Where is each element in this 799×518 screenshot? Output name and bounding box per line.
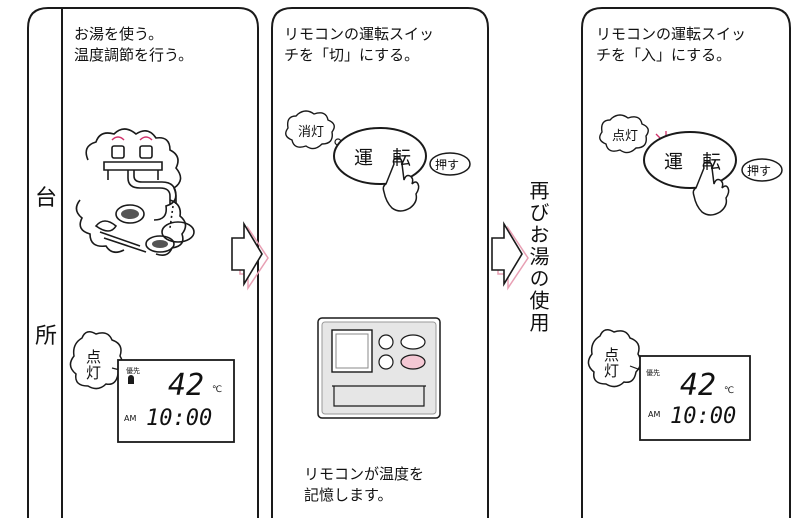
lcd-ampm: AM (648, 410, 661, 419)
lcd-time: 10:00 (670, 404, 737, 429)
press-badge (741, 158, 783, 182)
callout-text: 点灯 (612, 129, 639, 144)
remote-display (639, 355, 751, 441)
switch-label: 運 転 (354, 147, 412, 169)
panel2-footer-line1: リモコンが温度を (304, 465, 425, 483)
panel2-caption-line2: チを「切」にする。 (284, 46, 420, 64)
switch-label: 運 転 (664, 151, 722, 173)
lcd-time: 10:00 (146, 406, 213, 431)
priority-label: 優先 (646, 369, 660, 377)
callout-text-line1: 点 (86, 348, 102, 366)
arrow-1 (231, 221, 269, 291)
panel1-caption-line1: お湯を使う。 (74, 25, 164, 43)
faucet-illustration (75, 128, 195, 256)
callout-bubble (587, 329, 642, 388)
callout-text-line2: 灯 (86, 364, 102, 382)
press-label: 押す (747, 164, 772, 178)
press-label: 押す (435, 158, 460, 172)
dark-dishes (121, 209, 168, 248)
lcd-ampm: AM (124, 414, 137, 423)
panel1-caption-line2: 温度調節を行う。 (74, 46, 194, 64)
panel2-caption-line1: リモコンの運転スイッ (284, 25, 435, 43)
panel3-caption-line1: リモコンの運転スイッ (596, 25, 747, 43)
lcd-temperature: 42 (168, 368, 205, 403)
callout-text: 消灯 (298, 125, 325, 140)
panel-3 (581, 7, 791, 518)
hand-icon (382, 157, 420, 212)
remote-controller (317, 317, 441, 419)
lamp-icon (128, 375, 134, 384)
callout-bubble (285, 110, 335, 150)
panel-2 (271, 7, 489, 518)
panel2-footer-line2: 記憶します。 (304, 486, 393, 504)
callout-text-line2: 灯 (604, 362, 620, 380)
hand-icon (692, 161, 730, 216)
callout-text-line1: 点 (604, 346, 620, 364)
side-label-bottom: 所 (35, 324, 58, 349)
press-badge (429, 152, 471, 176)
lcd-unit: ℃ (724, 386, 735, 396)
callout-bubble (599, 114, 649, 154)
panel-1 (27, 7, 259, 518)
side-label-top: 台 (35, 186, 58, 211)
panel3-caption-line2: チを「入」にする。 (596, 46, 732, 64)
handle-arrows (111, 136, 153, 141)
arrow-2 (491, 221, 529, 291)
middle-vertical-text: 再びお湯の使用 (526, 180, 550, 334)
lcd-temperature: 42 (680, 368, 717, 403)
priority-label: 優先 (126, 367, 140, 375)
remote-display (117, 359, 235, 443)
callout-bubble (69, 331, 124, 390)
lcd-unit: ℃ (212, 385, 223, 395)
